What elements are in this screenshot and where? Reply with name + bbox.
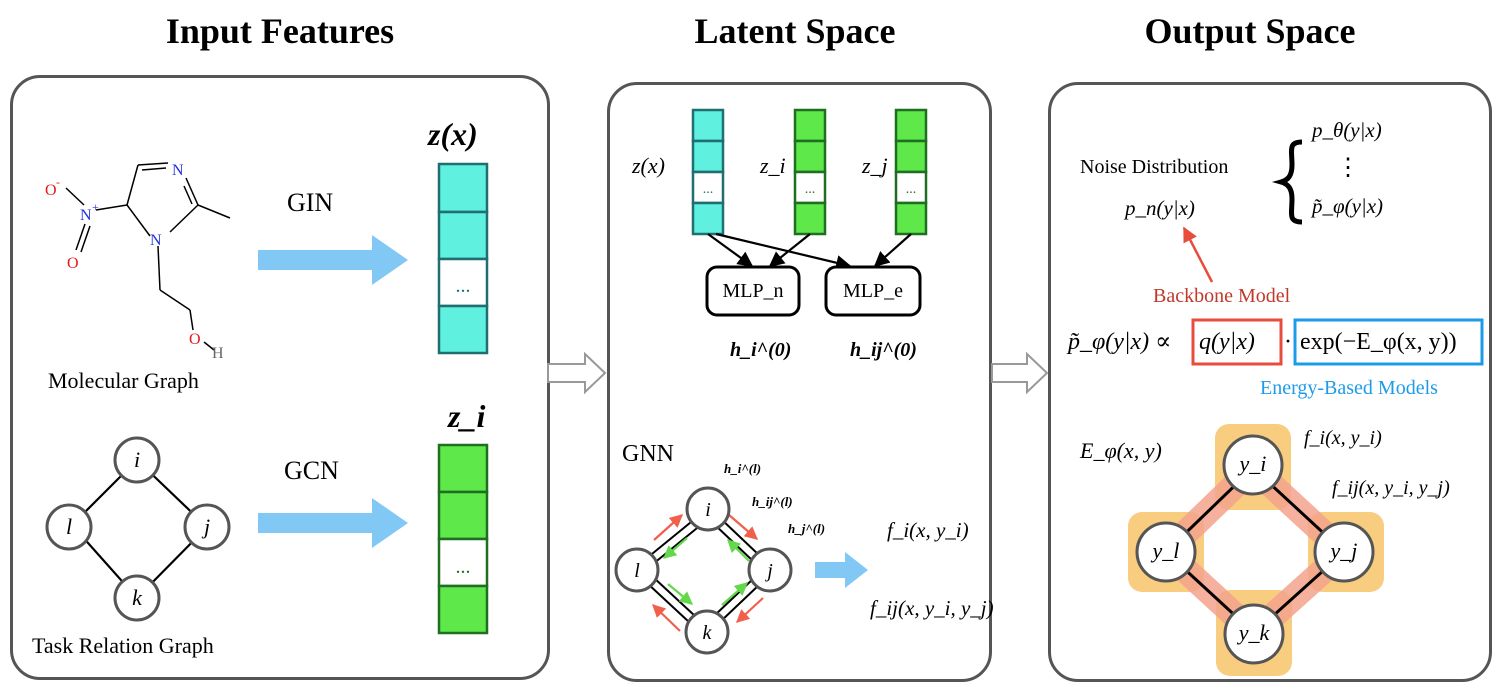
task-relation-graph-caption: Task Relation Graph [32,633,214,658]
gnn-message-arrows-green [663,537,750,606]
formula-exp: exp(−E_φ(x, y)) [1300,329,1457,355]
mlp-n-box [705,265,801,317]
gnn-graph-edges [646,517,761,623]
vector-zi-input [437,443,489,635]
output-space-panel [1048,82,1492,682]
gcn-label: GCN [284,456,339,485]
latent-f-ij: f_ij(x, y_i, y_j) [870,596,994,620]
backbone-model-label: Backbone Model [1153,285,1291,307]
gnn-h-j-label: h_j^(l) [788,521,826,536]
latent-vector-zj [894,108,928,236]
atom-nitro-charge: + [92,200,99,214]
hollow-arrow-latent-to-output [991,351,1049,395]
factor-node-yi: y_i [1239,451,1267,476]
task-node-j-circle [183,503,231,551]
gnn-node-k: k [703,622,713,644]
task-node-i-circle [113,436,161,484]
task-node-i: i [134,447,140,472]
mlp-e-box [824,265,922,317]
atom-oxide-charge: - [56,175,60,189]
output-f-i: f_i(x, y_i) [1304,427,1382,449]
output-f-ij: f_ij(x, y_i, y_j) [1332,477,1450,499]
gin-arrow [258,235,408,285]
latent-f-i: f_i(x, y_i) [887,518,969,542]
factor-node-yk: y_k [1238,620,1270,645]
p-n-label: p_n(y|x) [1125,196,1195,220]
p-theta-label: p_θ(y|x) [1312,118,1382,142]
formula-dot: · [1284,329,1292,355]
formula-q: q(y|x) [1199,329,1255,355]
backbone-arrow [1182,226,1214,283]
vector-zx-ellipsis: ... [456,275,471,297]
noise-distribution-label: Noise Distribution [1080,156,1229,178]
molecular-graph-caption: Molecular Graph [48,368,199,393]
gnn-graph-nodes: i l j k [614,486,793,655]
gnn-output-arrow [815,552,868,588]
mlp-e-label: MLP_e [843,280,903,302]
atom-hydroxyl-o: O [189,331,201,348]
distribution-brace [1271,139,1303,225]
latent-vector-zx [691,108,725,236]
task-graph-nodes: i l j k [45,436,231,622]
atom-ring-n-top: N [172,162,184,179]
gnn-node-j: j [764,560,773,582]
atom-nitro-n: N [80,207,92,224]
latent-vector-zj-ellipsis: ... [906,182,917,197]
gnn-label: GNN [622,441,674,467]
vdots-label: ⋮ [1336,155,1360,181]
gnn-node-i: i [705,499,711,521]
task-node-k-circle [113,574,161,622]
gin-label: GIN [287,188,334,217]
output-space-title: Output Space [1144,11,1356,51]
gnn-h-i-label: h_i^(l) [724,461,762,476]
latent-vector-zi-ellipsis: ... [805,182,816,197]
vector-zx-input [437,162,489,355]
vector-zi-label: z_i [448,400,485,432]
hollow-arrow-input-to-latent [547,351,607,395]
factor-node-yj: y_j [1330,538,1358,563]
factor-graph [1128,424,1384,676]
exp-highlight-box [1293,318,1484,366]
h-i0-label: h_i^(0) [730,339,792,361]
q-highlight-box [1191,318,1283,366]
atom-hydroxyl-h: H [212,345,224,362]
gnn-node-l: l [634,560,640,582]
atom-oxide: O [45,182,57,199]
gcn-arrow [258,498,408,548]
task-node-l-circle [45,503,93,551]
mlp-n-label: MLP_n [722,280,784,302]
task-node-j: j [201,514,210,539]
vector-zi-ellipsis: ... [456,556,471,578]
vector-zx-label-text: z(x) [428,116,478,152]
p-tilde-label: p̃_φ(y|x) [1312,194,1384,218]
h-ij0-label: h_ij^(0) [850,339,917,361]
task-node-k: k [132,585,143,610]
task-node-l: l [66,514,72,539]
atom-ring-n-bottom: N [150,232,162,249]
latent-zj-label: z_j [862,153,888,178]
input-features-title: Input Features [165,11,395,51]
latent-vector-zi [793,108,827,236]
energy-label: E_φ(x, y) [1080,438,1162,463]
latent-vector-zx-ellipsis: ... [703,182,714,197]
gnn-message-arrows-red [652,514,764,632]
atom-nitro-o: O [67,255,79,272]
vector-zi-label-text: z_i [448,398,486,434]
mlp-input-arrows [707,232,912,271]
molecular-graph-drawing [65,162,231,351]
vector-zx-label: z(x) [428,118,478,150]
energy-based-models-label: Energy-Based Models [1260,377,1438,399]
latent-zx-label: z(x) [632,153,665,178]
gnn-h-ij-label: h_ij^(l) [752,494,793,509]
molecule-atom-labels: O - N + O N N O H [45,162,224,362]
latent-zi-label: z_i [760,153,786,178]
factor-node-yl: y_l [1152,538,1180,563]
formula-lhs: p̃_φ(y|x) ∝ [1068,329,1172,355]
latent-space-title: Latent Space [694,11,896,51]
